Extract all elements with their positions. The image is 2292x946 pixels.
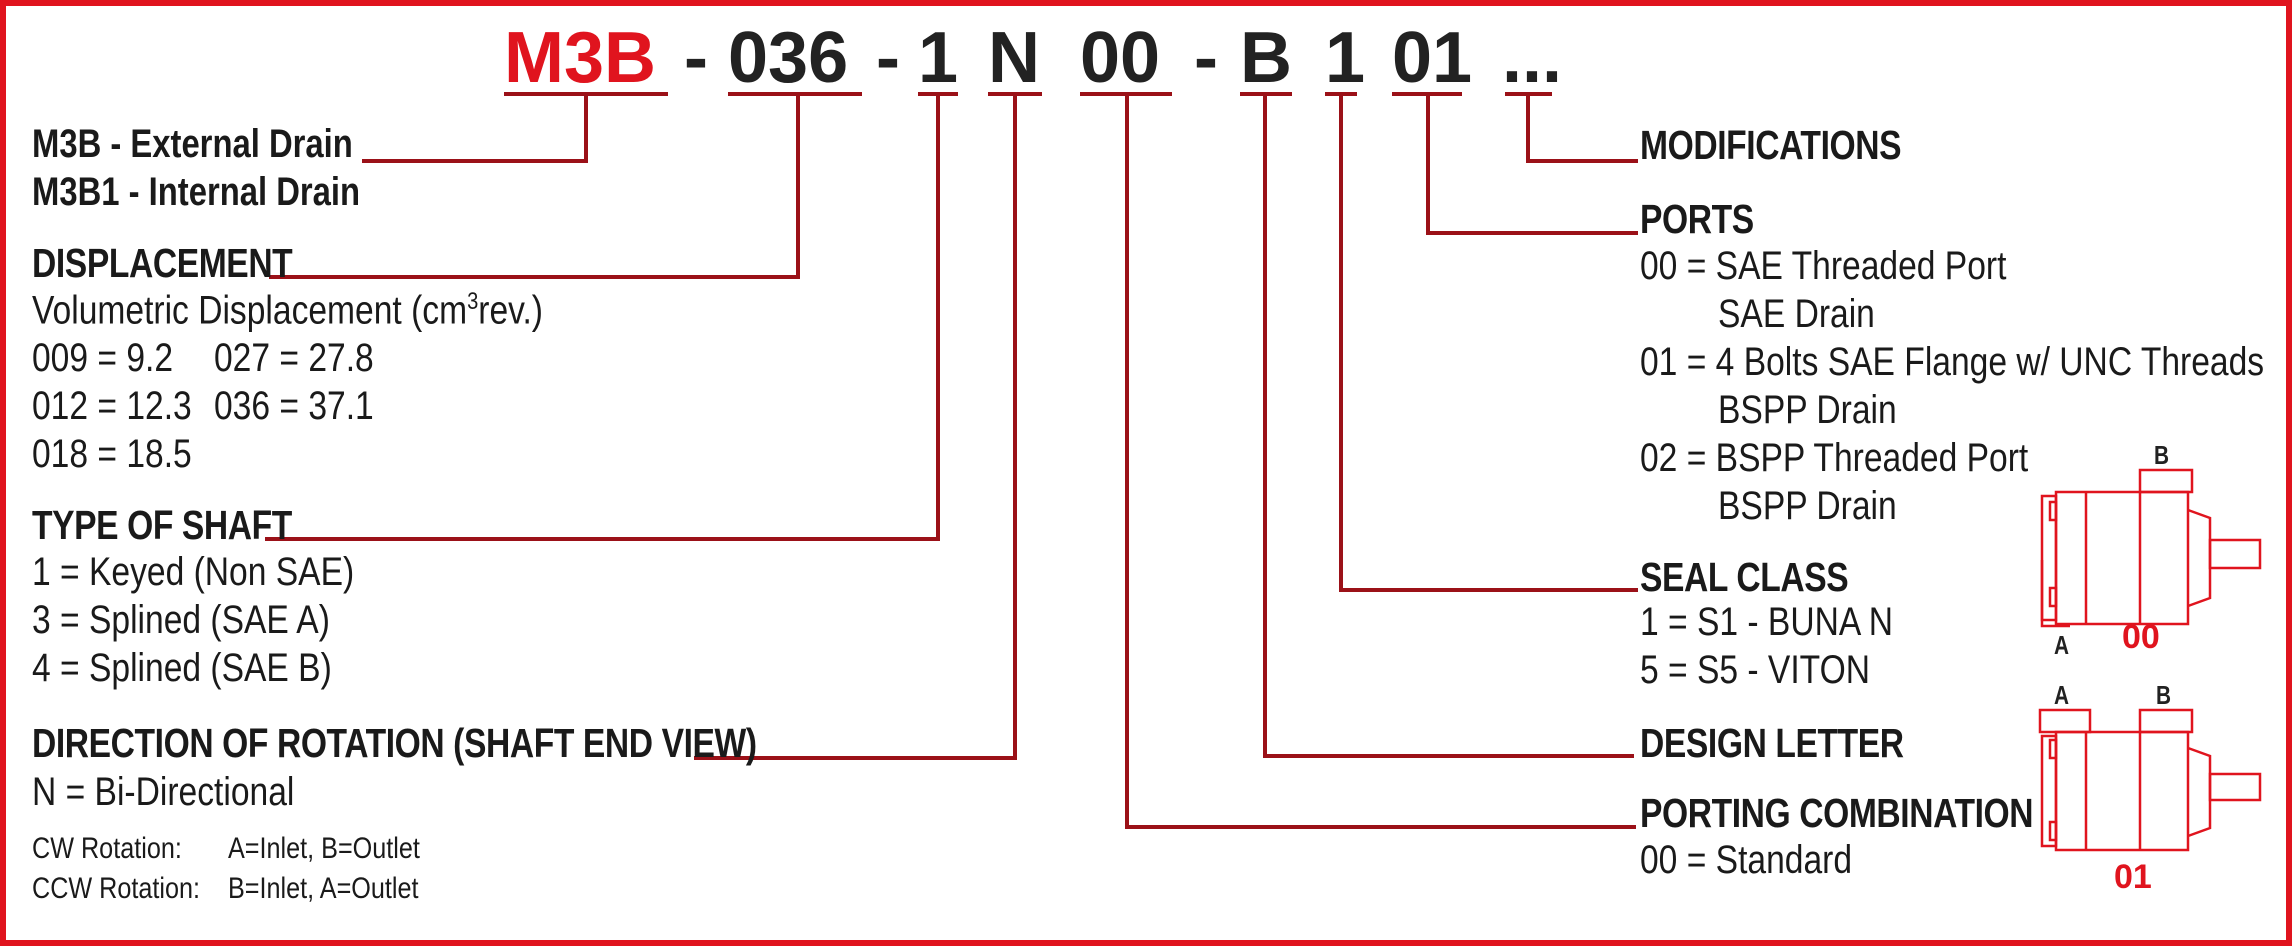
diagram-00-label-b: B: [2154, 440, 2170, 470]
displacement-018: 018 = 18.5: [32, 432, 192, 476]
rotation-cw-value: A=Inlet, B=Outlet: [228, 832, 420, 865]
leader-porting: [1125, 94, 1636, 829]
shaft-keyed: 1 = Keyed (Non SAE): [32, 550, 355, 594]
ports-02: 02 = BSPP Threaded Port: [1640, 436, 2029, 480]
seal-buna: 1 = S1 - BUNA N: [1640, 600, 1894, 644]
rotation-heading: DIRECTION OF ROTATION (SHAFT END VIEW): [32, 720, 757, 766]
diagram-01-label-a: A: [2054, 680, 2070, 710]
leader-mods: [1526, 94, 1638, 163]
ports-01-drain: BSPP Drain: [1718, 388, 1897, 432]
motor-diagram-00: [2040, 468, 2262, 628]
diagram-01-code: 01: [2114, 858, 2152, 896]
code-dash-3: -: [1194, 18, 1218, 98]
leader-seal: [1339, 94, 1638, 592]
code-ports: 01: [1392, 18, 1473, 98]
code-modifications: ...: [1502, 18, 1563, 98]
ports-00-drain: SAE Drain: [1718, 292, 1875, 336]
displacement-009: 009 = 9.2: [32, 336, 174, 380]
design-heading: DESIGN LETTER: [1640, 720, 1904, 766]
ports-02-drain: BSPP Drain: [1718, 484, 1897, 528]
shaft-splined-b: 4 = Splined (SAE B): [32, 646, 332, 690]
code-shaft: 1: [918, 18, 959, 98]
displacement-036: 036 = 37.1: [214, 384, 374, 428]
ports-01: 01 = 4 Bolts SAE Flange w/ UNC Threads: [1640, 340, 2265, 384]
motor-diagram-01: [2038, 708, 2262, 852]
rotation-cw-label: CW Rotation:: [32, 832, 182, 865]
leader-rotation: [694, 94, 1017, 760]
shaft-heading: TYPE OF SHAFT: [32, 502, 292, 548]
drain-external: M3B - External Drain: [32, 122, 353, 166]
drain-internal: M3B1 - Internal Drain: [32, 170, 361, 214]
code-dash-2: -: [876, 18, 900, 98]
ports-heading: PORTS: [1640, 196, 1754, 242]
code-seal: 1: [1325, 18, 1366, 98]
rotation-bidirectional: N = Bi-Directional: [32, 770, 295, 814]
displacement-heading: DISPLACEMENT: [32, 240, 293, 286]
leader-design: [1263, 94, 1634, 758]
ports-00: 00 = SAE Threaded Port: [1640, 244, 2007, 288]
leader-shaft: [265, 94, 940, 541]
diagram-01-label-b: B: [2156, 680, 2172, 710]
code-rotation: N: [988, 18, 1040, 98]
seal-heading: SEAL CLASS: [1640, 554, 1849, 600]
code-dash-1: -: [684, 18, 708, 98]
code-design: B: [1240, 18, 1292, 98]
displacement-027: 027 = 27.8: [214, 336, 374, 380]
leader-ports: [1426, 94, 1638, 235]
diagram-00-code: 00: [2122, 618, 2160, 656]
leader-displacement: [269, 94, 800, 279]
porting-standard: 00 = Standard: [1640, 838, 1853, 882]
code-porting: 00: [1080, 18, 1161, 98]
displacement-subtitle: Volumetric Displacement (cm3rev.): [32, 288, 543, 333]
code-series: M3B: [504, 18, 657, 98]
diagram-00-label-a: A: [2054, 630, 2070, 660]
rotation-ccw-value: B=Inlet, A=Outlet: [228, 872, 419, 905]
modifications-heading: MODIFICATIONS: [1640, 122, 1902, 168]
porting-heading: PORTING COMBINATION: [1640, 790, 2034, 836]
shaft-splined-a: 3 = Splined (SAE A): [32, 598, 330, 642]
rotation-ccw-label: CCW Rotation:: [32, 872, 201, 905]
seal-viton: 5 = S5 - VITON: [1640, 648, 1871, 692]
code-displacement: 036: [728, 18, 849, 98]
leader-drain: [362, 94, 588, 163]
displacement-012: 012 = 12.3: [32, 384, 192, 428]
